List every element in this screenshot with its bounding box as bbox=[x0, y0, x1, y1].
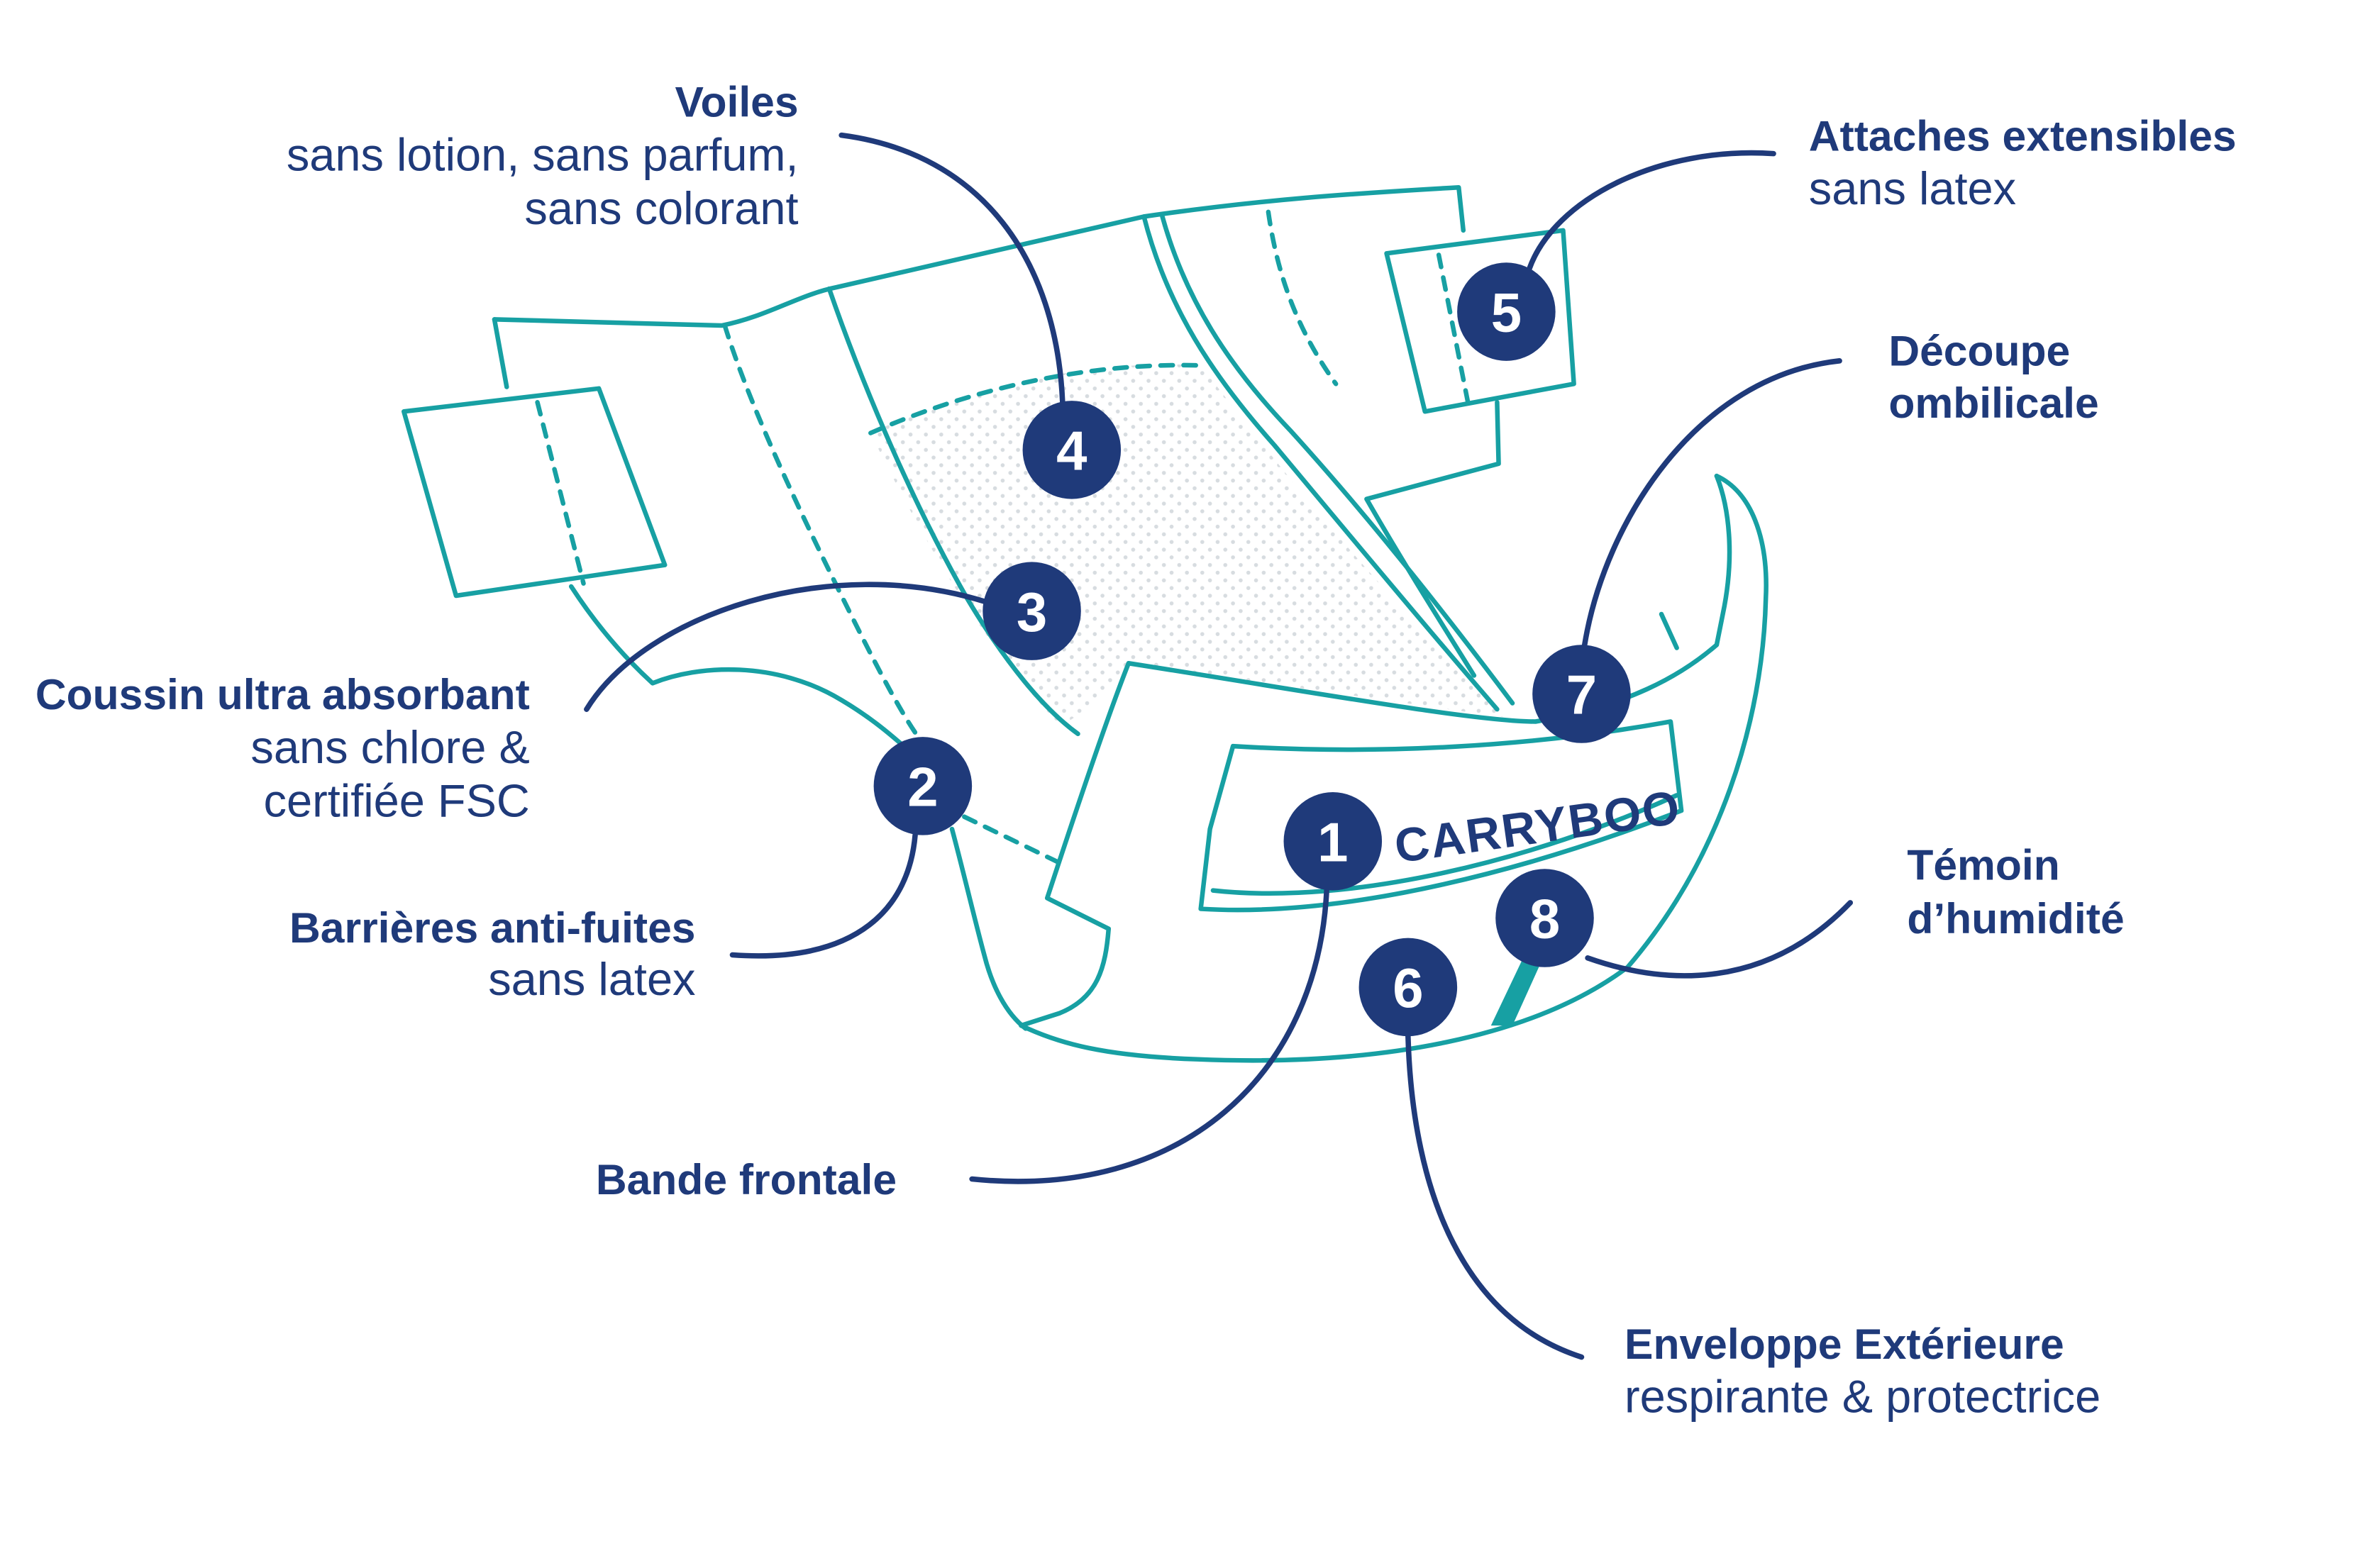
leader-line-3 bbox=[584, 582, 989, 712]
marker-3: 3 bbox=[983, 562, 1081, 660]
callout-8-title-2: d’humidité bbox=[1907, 894, 2124, 942]
leader-line-7 bbox=[1581, 358, 1842, 648]
front-panel-left-side bbox=[1019, 660, 1131, 1028]
marker-8-number: 8 bbox=[1529, 888, 1560, 950]
back-left-edge bbox=[492, 317, 509, 389]
left-tab-seam bbox=[535, 400, 586, 586]
leader-line-6 bbox=[1405, 1033, 1585, 1360]
marker-4: 4 bbox=[1022, 401, 1122, 499]
right-fastening-tab bbox=[1384, 228, 1576, 414]
right-tab-seam bbox=[1436, 252, 1471, 405]
marker-6-number: 6 bbox=[1393, 957, 1423, 1019]
frontal-tape-band bbox=[1198, 719, 1684, 913]
leak-barrier-dashed bbox=[722, 323, 921, 740]
front-panel-curl-inner bbox=[1714, 473, 1732, 647]
right-panel-dashed bbox=[1266, 209, 1339, 386]
marker-7: 7 bbox=[1532, 645, 1631, 743]
marker-3-number: 3 bbox=[1017, 581, 1047, 643]
front-panel-fold bbox=[1659, 611, 1679, 650]
inner-panel-line-right bbox=[1141, 214, 1500, 712]
inner-panel-line-right-double bbox=[1160, 214, 1515, 706]
callout-labels: Bande frontale Barrières anti-fuites san… bbox=[35, 78, 2237, 1423]
marker-5-number: 5 bbox=[1491, 282, 1522, 344]
wetness-indicator-stripe bbox=[1490, 961, 1542, 1026]
marker-1-number: 1 bbox=[1317, 811, 1348, 873]
callout-3-title: Coussin ultra absorbant bbox=[35, 670, 530, 718]
right-wing-edge bbox=[1364, 400, 1501, 678]
callout-6-title: Enveloppe Extérieure bbox=[1625, 1320, 2064, 1368]
left-leg-edge bbox=[568, 584, 921, 761]
leader-line-1 bbox=[969, 887, 1329, 1184]
callout-2-detail: sans latex bbox=[488, 953, 695, 1005]
leader-line-8 bbox=[1585, 900, 1854, 979]
callout-2-title: Barrières anti-fuites bbox=[289, 903, 695, 952]
callout-5-detail: sans latex bbox=[1809, 162, 2016, 214]
callout-1-title: Bande frontale bbox=[596, 1155, 897, 1203]
marker-5: 5 bbox=[1457, 262, 1556, 361]
left-lower-contour bbox=[949, 826, 1029, 1031]
callout-7-title-2: ombilicale bbox=[1888, 379, 2098, 427]
frontal-tape-inner-line bbox=[1210, 793, 1679, 896]
callout-4-detail-1: sans lotion, sans parfum, bbox=[287, 128, 799, 180]
front-panel-outline bbox=[1126, 643, 1720, 724]
marker-4-number: 4 bbox=[1056, 420, 1087, 482]
marker-2: 2 bbox=[873, 737, 973, 835]
marker-8: 8 bbox=[1495, 869, 1594, 967]
back-waistband-edge bbox=[492, 184, 1466, 328]
marker-2-number: 2 bbox=[907, 756, 938, 818]
callout-6-detail: respirante & protectrice bbox=[1625, 1371, 2101, 1423]
leader-line-2 bbox=[729, 832, 918, 959]
callout-4-title: Voiles bbox=[675, 78, 799, 126]
callout-4-detail-2: sans colorant bbox=[524, 182, 798, 234]
leak-barrier-dashed-lower bbox=[962, 814, 1062, 865]
pad-top-dashed-edge bbox=[868, 362, 1203, 435]
callout-3-detail-2: certifiée FSC bbox=[264, 775, 530, 827]
front-panel-curl bbox=[1019, 473, 1769, 1063]
number-markers: 1 2 3 4 5 6 7 8 bbox=[873, 262, 1631, 1037]
leader-lines bbox=[584, 132, 1854, 1360]
callout-7-title-1: Découpe bbox=[1888, 326, 2070, 374]
marker-1: 1 bbox=[1283, 792, 1383, 891]
inner-panel-line-left bbox=[826, 286, 1080, 737]
left-fastening-tab bbox=[402, 386, 668, 599]
callout-8-title-1: Témoin bbox=[1907, 840, 2059, 889]
leader-line-5 bbox=[1527, 150, 1776, 272]
marker-6: 6 bbox=[1358, 938, 1458, 1037]
absorbent-pad bbox=[870, 364, 1513, 725]
callout-5-title: Attaches extensibles bbox=[1809, 111, 2237, 160]
leader-line-4 bbox=[838, 132, 1066, 406]
callout-3-detail-1: sans chlore & bbox=[250, 721, 529, 773]
marker-7-number: 7 bbox=[1566, 664, 1597, 726]
